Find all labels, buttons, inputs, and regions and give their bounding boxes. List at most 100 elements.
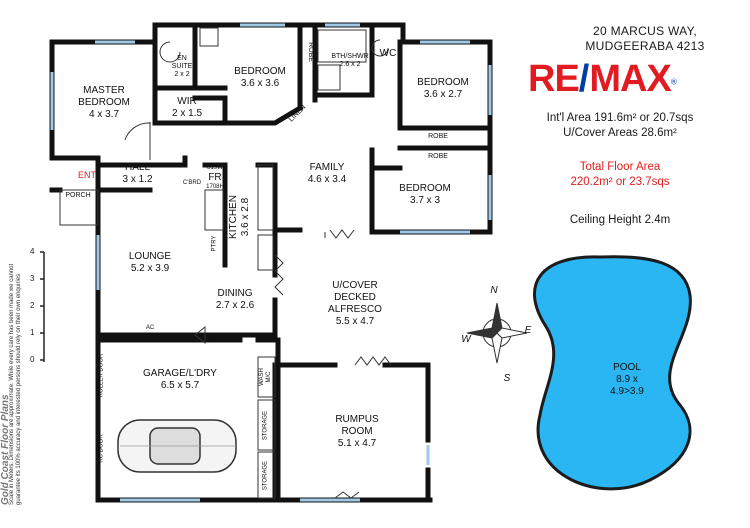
room-bedroom4-name: BEDROOM — [399, 183, 451, 194]
compass-rose — [466, 302, 528, 364]
disclaimer: Gold Coast Floor Plans Scale in Meters. … — [0, 245, 23, 505]
room-rollerdoor: ROLLER DOOR — [98, 353, 105, 398]
disclaimer-text2: guarantee its 100% accuracy and interest… — [16, 273, 22, 505]
address-line1: 20 MARCUS WAY, — [592, 24, 697, 38]
room-pool-size2: 4.9>3.9 — [610, 386, 644, 397]
windows — [50, 23, 492, 502]
room-bedroom3-name: BEDROOM — [417, 77, 469, 88]
room-rumpus: RUMPUS ROOM 5.1 x 4.7 — [322, 414, 392, 450]
room-robe1: ROBE — [307, 42, 314, 62]
total-floor-area: Total Floor Area 220.2m² or 23.7sqs — [520, 160, 720, 190]
room-master-name1: MASTER — [83, 85, 125, 96]
room-robe2: ROBE — [428, 133, 448, 140]
compass-e: E — [524, 325, 532, 336]
room-wash-name2: M/C — [266, 371, 272, 383]
room-hall-size: 3 x 1.2 — [122, 174, 153, 185]
room-porch: PORCH — [65, 192, 91, 199]
room-ac: AC — [145, 325, 155, 331]
address-line2: MUDGEERABA 4213 — [585, 39, 705, 53]
room-ensuite-name1: EN — [177, 55, 187, 62]
room-lounge-name: LOUNGE — [128, 251, 172, 262]
scale-tick-1: 1 — [30, 328, 35, 337]
room-garage-name: GARAGE/L'DRY — [143, 368, 217, 379]
room-master-size: 4 x 3.7 — [88, 109, 120, 120]
room-dining: DINING 2.7 x 2.6 — [205, 288, 265, 312]
scale-tick-0: 0 — [30, 355, 35, 364]
room-garage-size: 6.5 x 5.7 — [160, 380, 200, 391]
room-dining-size: 2.7 x 2.6 — [215, 300, 255, 311]
logo-re: RE — [528, 58, 580, 100]
logo-max: MAX — [589, 58, 671, 100]
room-pool-size1: 8.9 x — [616, 374, 638, 385]
room-fr-note1: 819W — [207, 165, 223, 171]
cover-area: U/Cover Areas 28.6m² — [563, 127, 677, 139]
room-pool: POOL 8.9 x 4.9>3.9 — [597, 362, 657, 398]
fixtures — [59, 27, 392, 499]
room-wash: WASH M/C — [259, 359, 273, 395]
property-address: 20 MARCUS WAY, MUDGEERABA 4213 — [545, 24, 745, 54]
room-fr: 819W FR 1708H — [205, 165, 225, 191]
room-ensuite-name2: SUITE — [171, 63, 193, 70]
room-kitchen: KITCHEN 3.6 x 2.8 — [228, 177, 252, 257]
room-wir-name: WIR — [177, 96, 197, 107]
room-kitchen-size: 3.6 x 2.8 — [240, 197, 251, 237]
room-alfresco-name1: U/COVER — [332, 280, 378, 291]
room-alfresco: U/COVER DECKED ALFRESCO 5.5 x 4.7 — [320, 280, 390, 328]
room-fr-name: FR — [208, 172, 222, 183]
room-family: FAMILY 4.6 x 3.4 — [292, 162, 362, 186]
room-bath: BTH/SHWR 2.6 x 2 — [330, 53, 370, 69]
pool-shape — [533, 255, 692, 491]
scale-tick-4: 4 — [30, 247, 35, 256]
room-bedroom2: BEDROOM 3.6 x 3.6 — [225, 66, 295, 90]
room-master-name2: BEDROOM — [78, 97, 130, 108]
room-family-size: 4.6 x 3.4 — [307, 174, 347, 185]
room-rumpus-name2: ROOM — [341, 426, 373, 437]
area-summary: Int'l Area 191.6m² or 20.7sqs U/Cover Ar… — [520, 111, 720, 141]
room-alfresco-size: 5.5 x 4.7 — [335, 316, 375, 327]
room-ptry: PTRY — [211, 235, 218, 252]
room-wc: WC — [379, 48, 397, 59]
room-fr-note2: 1708H — [206, 184, 224, 190]
room-bedroom3: BEDROOM 3.6 x 2.7 — [408, 77, 478, 101]
ceiling-height: Ceiling Height 2.4m — [569, 214, 671, 226]
entry-label: ENT — [78, 170, 96, 180]
compass-n: N — [490, 285, 498, 296]
room-ensuite: EN SUITE 2 x 2 — [167, 55, 197, 79]
room-dining-name: DINING — [217, 288, 253, 299]
room-bedroom3-size: 3.6 x 2.7 — [423, 89, 463, 100]
total-label: Total Floor Area — [579, 161, 661, 173]
remax-logo: RE/MAX® — [528, 58, 677, 100]
room-wash-name1: WASH — [259, 368, 265, 386]
room-family-name: FAMILY — [309, 162, 345, 173]
room-bedroom4: BEDROOM 3.7 x 3 — [390, 183, 460, 207]
room-storage2: STORAGE — [262, 460, 269, 491]
room-storage1: STORAGE — [262, 410, 269, 441]
room-pool-name: POOL — [613, 362, 641, 373]
logo-reg: ® — [670, 77, 677, 87]
total-value: 220.2m² or 23.7sqs — [570, 176, 670, 188]
room-alfresco-name2: DECKED — [334, 292, 376, 303]
room-wir-size: 2 x 1.5 — [171, 108, 203, 119]
scale-bar — [40, 251, 45, 362]
compass-s: S — [503, 373, 511, 384]
car-illustration — [117, 419, 237, 473]
room-kitchen-name: KITCHEN — [228, 195, 239, 239]
room-lounge: LOUNGE 5.2 x 3.9 — [120, 251, 180, 275]
room-cbrd: C'BRD — [182, 180, 202, 186]
compass-w: W — [461, 334, 471, 345]
scale-tick-3: 3 — [30, 274, 35, 283]
room-bath-size: 2.6 x 2 — [339, 61, 361, 68]
room-hall: HALL 3 x 1.2 — [110, 162, 165, 186]
room-hall-name: HALL — [124, 162, 150, 173]
room-bath-name: BTH/SHWR — [331, 53, 369, 60]
room-rumpus-size: 5.1 x 4.7 — [337, 438, 377, 449]
disclaimer-text1: Scale in Meters. Dimensions are approxim… — [9, 263, 15, 505]
room-alfresco-name3: ALFRESCO — [328, 304, 382, 315]
room-rumpus-name1: RUMPUS — [335, 414, 379, 425]
room-garage: GARAGE/L'DRY 6.5 x 5.7 — [135, 368, 225, 392]
room-bedroom2-size: 3.6 x 3.6 — [240, 78, 280, 89]
room-rcdoor: RC DOOR — [98, 434, 105, 463]
room-master: MASTER BEDROOM 4 x 3.7 — [72, 85, 136, 121]
disclaimer-brand: Gold Coast Floor Plans — [0, 394, 11, 505]
